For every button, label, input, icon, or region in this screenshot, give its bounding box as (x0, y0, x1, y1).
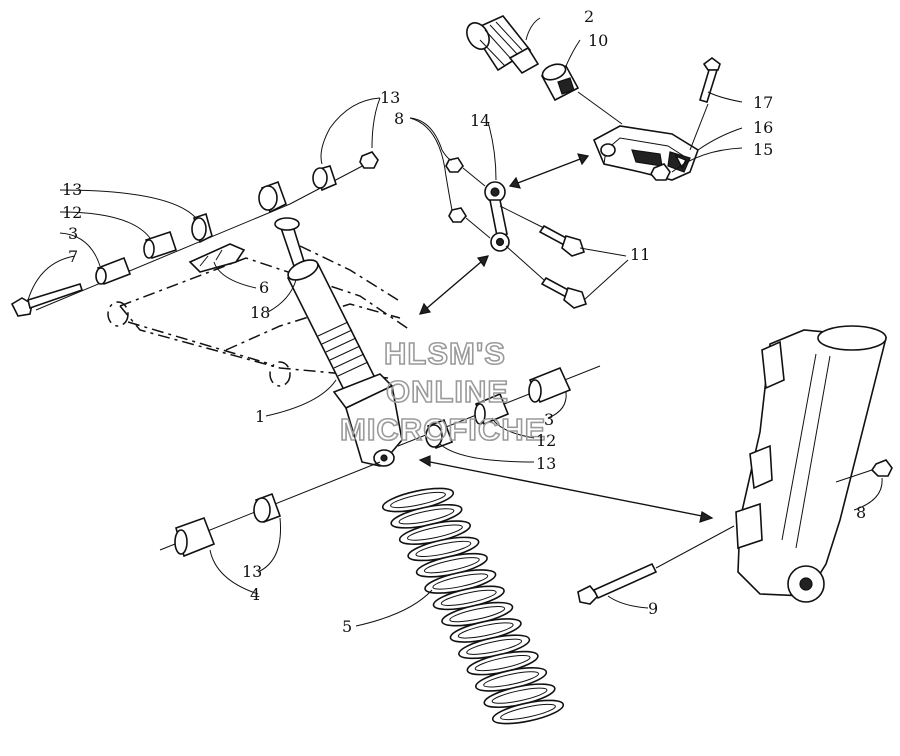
socket-part-10 (540, 63, 580, 102)
bracket-part-16 (592, 125, 699, 181)
spring-coil-inner (432, 573, 489, 590)
handle-axis-line (577, 91, 623, 125)
callout-5: 5 (342, 617, 352, 636)
watermark-line-2: ONLINE (386, 374, 509, 409)
spring-coil-inner (449, 606, 506, 623)
spring-coil-inner (407, 524, 463, 541)
callout-8-right: 8 (856, 503, 866, 522)
callout-12-right: 12 (536, 431, 556, 450)
bolt-part-17 (689, 57, 721, 151)
watermark: HLSM'S ONLINE MICROFICHE (339, 335, 546, 448)
spring-coil-inner (466, 638, 523, 655)
coil-spring-part-5 (381, 487, 565, 725)
bolts-part-11 (499, 205, 629, 309)
lower-left-spacers (159, 461, 381, 558)
watermark-line-3: MICROFICHE (340, 412, 546, 447)
callout-17: 17 (753, 93, 773, 112)
callout-14: 14 (470, 111, 490, 130)
callout-8-top: 8 (394, 109, 404, 128)
spring-coil-inner (491, 687, 548, 704)
callout-9: 9 (648, 599, 658, 618)
callout-7: 7 (68, 247, 78, 266)
spring-coil-inner (483, 671, 539, 688)
callout-3-left: 3 (68, 224, 78, 243)
callout-2: 2 (584, 7, 594, 26)
spring-coil-inner (415, 540, 472, 558)
callout-4: 4 (250, 585, 260, 604)
spring-coil-inner (474, 654, 531, 672)
handle-part-2 (466, 15, 540, 75)
callout-3-right: 3 (544, 410, 554, 429)
callout-1: 1 (255, 407, 265, 426)
callout-13-top: 13 (380, 88, 400, 107)
callout-15: 15 (753, 140, 773, 159)
spring-coil-inner (398, 508, 455, 525)
callout-13-right: 13 (536, 454, 556, 473)
bolt-part-9 (577, 525, 735, 605)
leader-lines (27, 17, 883, 627)
spring-coil-inner (500, 703, 556, 721)
callout-18: 18 (250, 303, 270, 322)
spring-coil-inner (390, 491, 446, 509)
callout-12-left: 12 (62, 203, 82, 222)
shock-absorber-part-1 (274, 217, 403, 467)
spring-coil-inner (457, 622, 514, 639)
watermark-line-1: HLSM'S (384, 336, 506, 371)
spring-coil-inner (423, 557, 480, 574)
link-rod-part-14 (484, 181, 510, 252)
callout-10: 10 (588, 31, 608, 50)
callout-11: 11 (630, 245, 650, 264)
spindle-housing (735, 325, 893, 603)
assembly-arrows (418, 153, 714, 523)
callout-16: 16 (753, 118, 773, 137)
spring-coil (491, 699, 565, 725)
callouts: 2 10 13 8 14 17 16 15 13 12 3 7 11 6 18 … (62, 7, 866, 636)
callout-6: 6 (259, 278, 269, 297)
upper-spacers (10, 151, 379, 317)
lower-right-spacers (397, 365, 601, 450)
callout-13-left: 13 (62, 180, 82, 199)
spring-coil-inner (440, 589, 497, 606)
callout-13-bottom: 13 (242, 562, 262, 581)
nuts-part-8-upper (445, 157, 491, 239)
nut-part-15 (650, 163, 671, 181)
